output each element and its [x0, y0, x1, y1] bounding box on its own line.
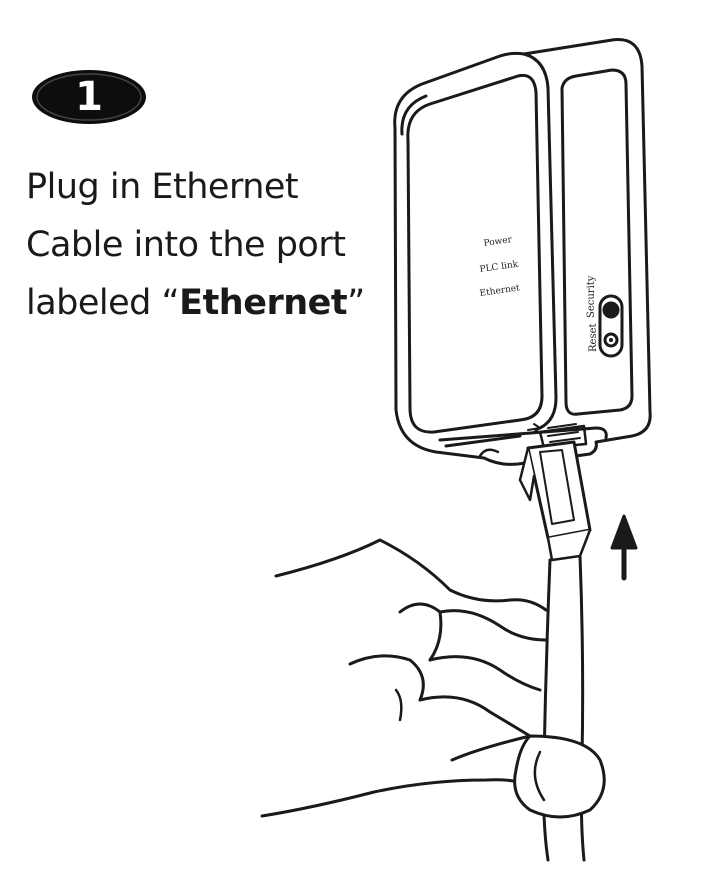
button-label-reset: Reset	[588, 323, 599, 352]
hand	[260, 538, 606, 819]
instruction-line-3-suffix: ”	[347, 283, 365, 323]
led-label-power: Power	[483, 235, 513, 249]
instruction-text: Plug in Ethernet Cable into the port lab…	[26, 158, 386, 332]
step-number: 1	[75, 74, 103, 120]
powerline-adapter	[393, 38, 652, 466]
instruction-port-name: Ethernet	[179, 283, 348, 323]
rj45-connector	[518, 440, 592, 562]
step-badge-shape	[32, 70, 146, 124]
instruction-line-3: labeled “Ethernet”	[26, 274, 386, 332]
instruction-line-3-prefix: labeled “	[26, 283, 180, 323]
instruction-line-2: Cable into the port	[26, 225, 346, 265]
instruction-line-1: Plug in Ethernet	[26, 167, 299, 207]
up-arrow-icon	[610, 514, 638, 581]
side-buttons: Security Reset	[586, 275, 624, 358]
step-badge: 1	[30, 68, 148, 126]
security-button	[602, 301, 620, 319]
button-label-security: Security	[586, 275, 597, 318]
